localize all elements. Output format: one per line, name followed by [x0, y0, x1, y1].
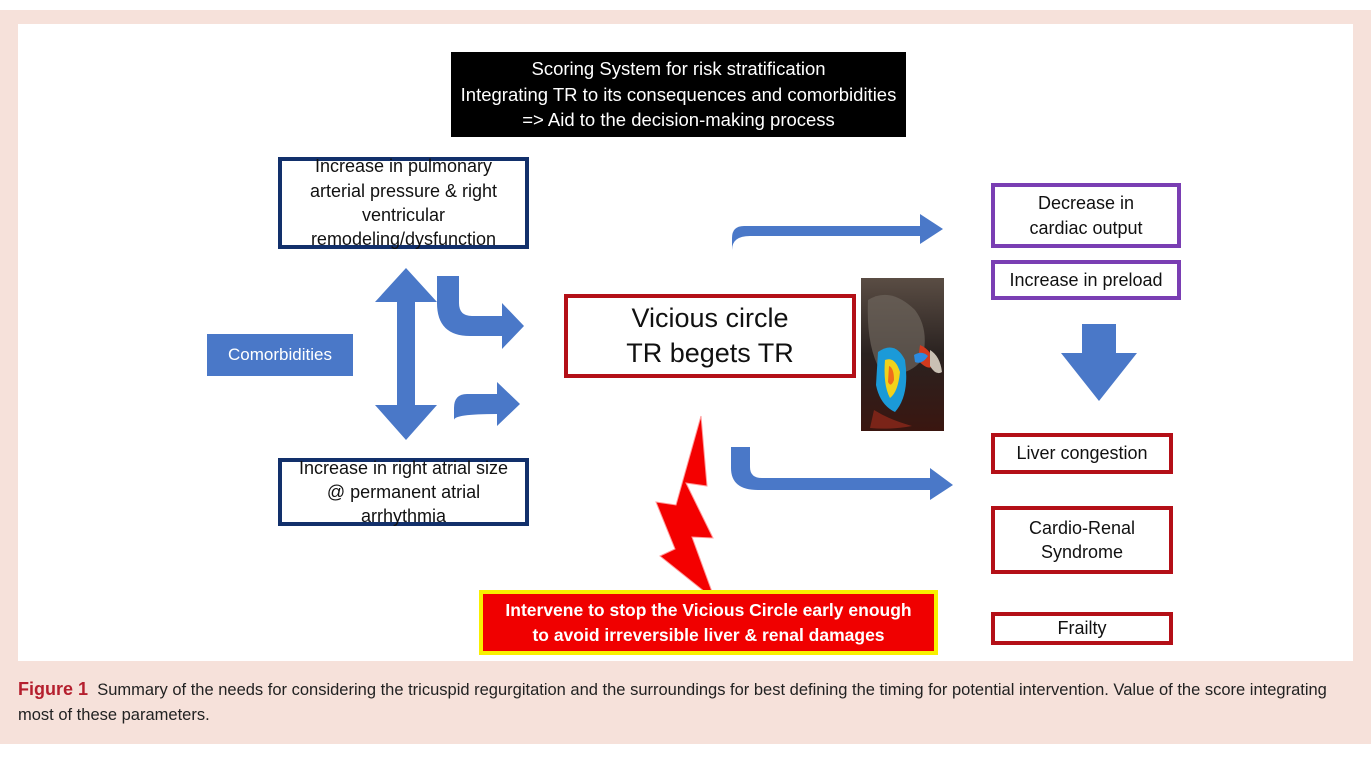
cardiac-output-box: Decrease in cardiac output	[991, 183, 1181, 248]
atrial-size-box: Increase in right atrial size @ permanen…	[278, 458, 529, 526]
title-line-2: Integrating TR to its consequences and c…	[460, 83, 897, 105]
frailty-box: Frailty	[991, 612, 1173, 645]
vicious-circle-line-1: Vicious circle	[631, 302, 789, 333]
vicious-circle-line-2: TR begets TR	[626, 338, 794, 368]
cardio-renal-box: Cardio-Renal Syndrome	[991, 506, 1173, 574]
figure-caption: Figure 1 Summary of the needs for consid…	[18, 676, 1358, 728]
double-arrow-vertical	[375, 268, 437, 440]
curved-arrow-up-out	[721, 214, 943, 264]
curved-arrow-down-out	[731, 447, 953, 500]
caption-label: Figure 1	[18, 679, 89, 699]
lightning-bolt	[655, 415, 717, 602]
vicious-circle-box: Vicious circle TR begets TR	[564, 294, 856, 378]
curved-arrow-bottom-in	[432, 382, 520, 436]
echocardiogram-image	[861, 278, 944, 431]
scoring-system-title-box: Scoring System for risk stratification I…	[451, 52, 906, 137]
pulmonary-pressure-box: Increase in pulmonary arterial pressure …	[278, 156, 529, 249]
comorbidities-box: Comorbidities	[207, 334, 353, 376]
liver-congestion-box: Liver congestion	[991, 433, 1173, 474]
title-line-3: => Aid to the decision-making process	[522, 109, 835, 131]
intervene-alert-box: Intervene to stop the Vicious Circle ear…	[479, 590, 938, 655]
down-arrow-right	[1061, 324, 1137, 401]
caption-text: Summary of the needs for considering the…	[18, 681, 1327, 724]
title-line-1: Scoring System for risk stratification	[531, 57, 826, 79]
preload-box: Increase in preload	[991, 260, 1181, 300]
curved-arrow-top-in	[437, 276, 524, 349]
